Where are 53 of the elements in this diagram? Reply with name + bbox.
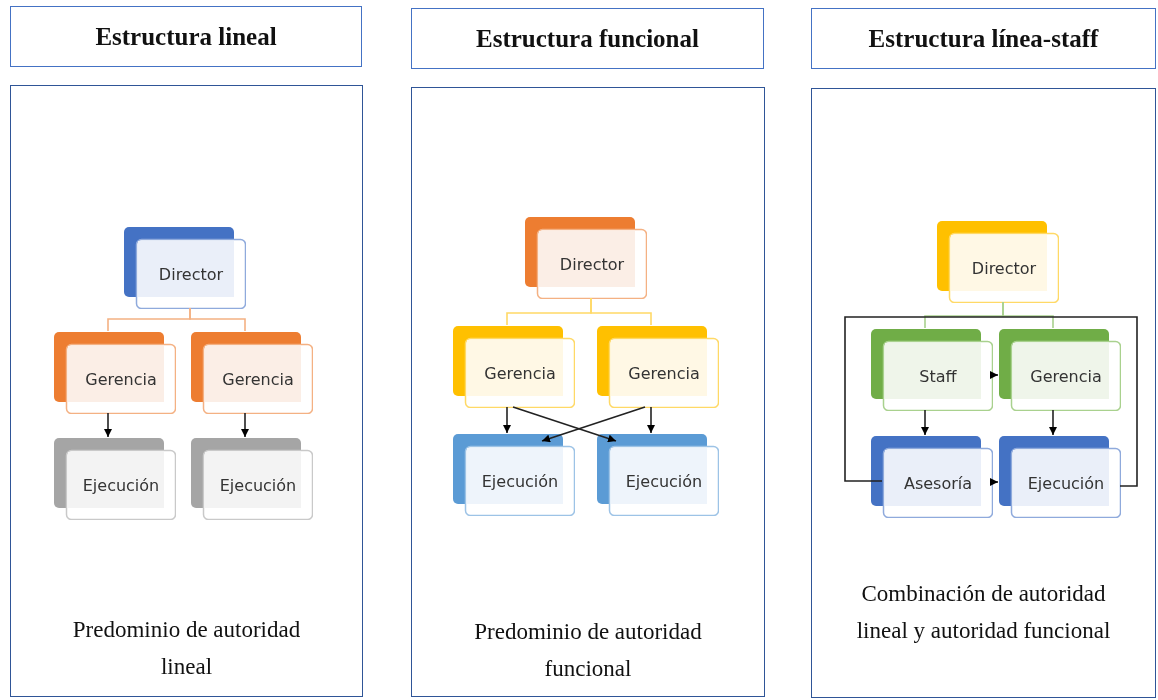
connector-line [844,316,1138,487]
caption-text: Predominio de autoridad funcional [473,618,703,683]
caption-text: Predominio de autoridad lineal [71,616,302,681]
org-box [597,326,719,408]
panel-frame [811,88,1156,698]
org-box [871,329,993,411]
org-box [525,217,647,299]
box-label: Ejecución [481,471,559,491]
connector-line [590,297,652,326]
org-box [999,436,1121,518]
box-label: Director [158,264,224,284]
box-label: Gerencia [1030,366,1102,386]
arrow [503,406,511,434]
org-box [937,221,1059,303]
box-label: Gerencia [222,369,294,389]
box-label: Ejecución [1027,473,1105,493]
box-label: Gerencia [484,363,556,383]
arrow [512,406,617,443]
connector-line [1002,301,1054,329]
arrow [104,412,112,438]
panel-frame [10,85,363,697]
box-label: Ejecución [219,475,297,495]
org-box [54,332,176,414]
box-label: Gerencia [85,369,157,389]
title-box: Estructura lineal [10,6,362,67]
box-label: Ejecución [82,475,160,495]
org-box [124,227,246,309]
org-box [191,332,313,414]
org-box [871,436,993,518]
org-box [999,329,1121,411]
org-box [54,438,176,520]
arrow [241,412,249,438]
box-label: Staff [919,366,957,386]
org-box [453,434,575,516]
title-box: Estructura funcional [411,8,764,69]
box-label: Director [559,254,625,274]
caption-text: Combinación de autoridad lineal y autoridad funcional [855,580,1112,645]
org-box [453,326,575,408]
arrow [647,406,655,434]
arrow [990,371,999,379]
connector-line [189,307,246,332]
title-box: Estructura línea-staff [811,8,1156,69]
arrow [541,406,646,443]
org-box [191,438,313,520]
arrow [990,478,999,486]
panel-frame [411,87,765,697]
arrow [1049,409,1057,436]
box-label: Asesoría [903,473,973,493]
box-label: Ejecución [625,471,703,491]
arrow [921,409,929,436]
box-label: Gerencia [628,363,700,383]
org-box [597,434,719,516]
box-label: Director [971,258,1037,278]
